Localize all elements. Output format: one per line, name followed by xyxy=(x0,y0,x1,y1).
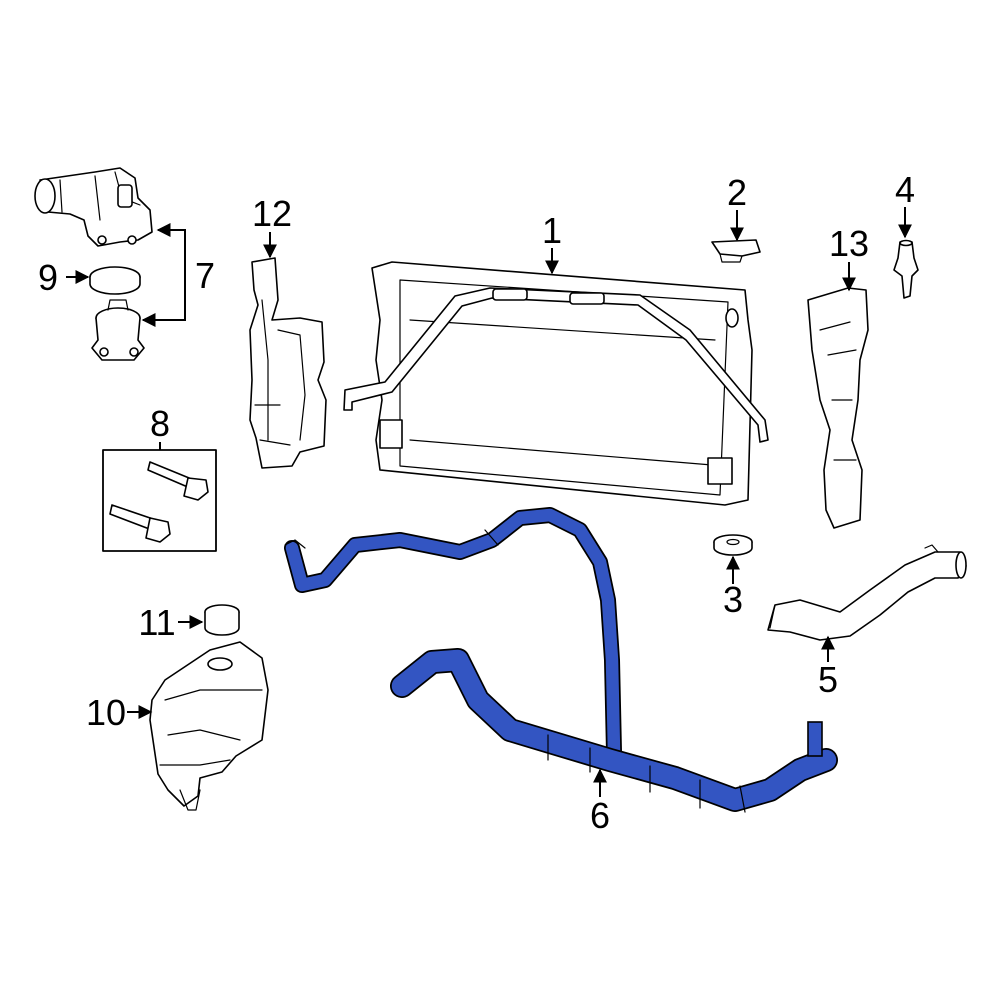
hose-end-tab xyxy=(807,721,823,757)
hose-main-run-fill xyxy=(391,649,837,811)
left-air-seal xyxy=(249,257,327,469)
radiator xyxy=(343,261,769,506)
callout-6: 6 xyxy=(590,795,610,836)
radiator-clip xyxy=(711,239,761,263)
callout-2: 2 xyxy=(727,172,747,213)
callout-5: 5 xyxy=(818,659,838,700)
radiator-grommet xyxy=(713,534,753,556)
coolant-reservoir xyxy=(149,641,269,811)
lower-radiator-hose xyxy=(284,507,838,813)
callout-12: 12 xyxy=(252,193,292,234)
callout-1: 1 xyxy=(542,210,562,251)
callout-4: 4 xyxy=(895,169,915,210)
callouts: 1 2 3 4 5 6 7 8 9 10 11 12 13 xyxy=(38,169,915,836)
reservoir-cap xyxy=(204,604,240,636)
right-air-seal xyxy=(807,287,869,529)
upper-radiator-hose xyxy=(767,544,967,641)
bolt-kit xyxy=(102,449,217,552)
callout-13: 13 xyxy=(829,223,869,264)
callout-3: 3 xyxy=(723,579,743,620)
hose-upper-branch-fill xyxy=(285,508,621,759)
callout-11: 11 xyxy=(138,602,175,643)
thermostat-seal xyxy=(89,266,141,295)
callout-9: 9 xyxy=(38,257,58,298)
leader-lines xyxy=(66,207,912,797)
thermostat-housing xyxy=(34,167,153,247)
push-pin xyxy=(893,239,919,299)
callout-7: 7 xyxy=(195,255,215,296)
thermostat xyxy=(91,299,145,361)
callout-8: 8 xyxy=(150,403,170,444)
callout-10: 10 xyxy=(86,692,126,733)
